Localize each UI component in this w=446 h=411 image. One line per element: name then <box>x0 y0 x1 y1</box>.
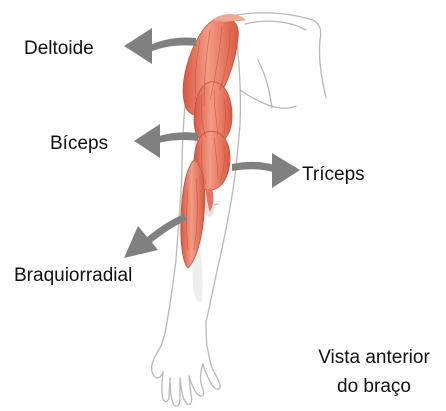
caption-line-1: Vista anterior <box>304 343 444 372</box>
triceps-label: Tríceps <box>302 165 365 184</box>
deltoide-label: Deltoide <box>24 39 94 58</box>
view-caption: Vista anterior do braço <box>304 343 444 401</box>
braquiorradial-label: Braquiorradial <box>14 266 132 285</box>
brachioradialis-muscle <box>181 160 205 268</box>
arm-outline <box>152 13 326 406</box>
caption-line-2: do braço <box>304 372 444 401</box>
triceps-arrow-icon <box>232 153 300 188</box>
deltoide-arrow-icon <box>124 28 196 64</box>
biceps-label: Bíceps <box>50 134 108 153</box>
biceps-arrow-icon <box>134 124 198 158</box>
muscles <box>181 14 246 268</box>
